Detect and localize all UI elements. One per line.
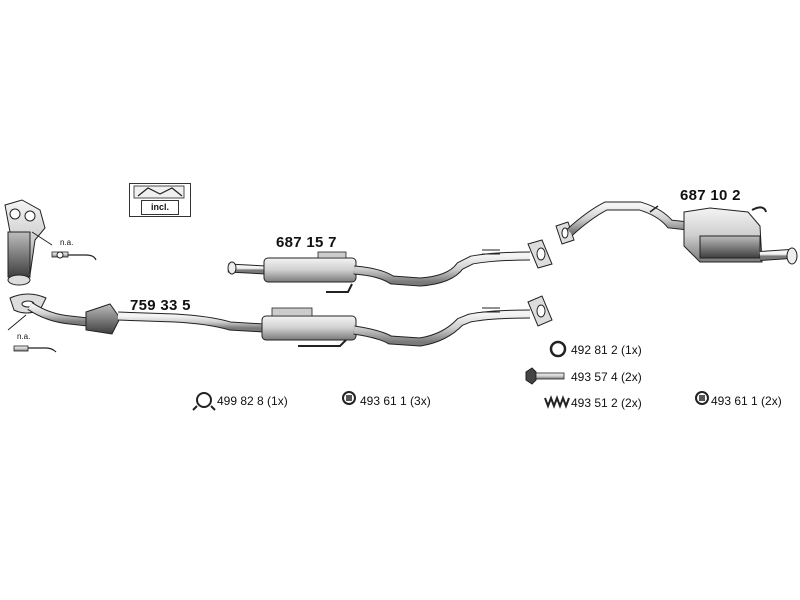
accessory-bolt: 493 57 4 (2x)	[571, 370, 642, 384]
accessory-spring: 493 51 2 (2x)	[571, 396, 642, 410]
rubber-mount-icon	[342, 391, 356, 405]
rubber-mount-icon	[695, 391, 709, 405]
rear-silencer	[555, 201, 798, 265]
accessory-gasket-ring: 492 81 2 (1x)	[571, 343, 642, 357]
oxygen-sensor-top	[31, 231, 97, 261]
na-note-top: n.a.	[60, 238, 74, 247]
catalytic-pipe	[27, 295, 553, 347]
na-note-bottom: n.a.	[17, 332, 31, 341]
accessory-clamp: 499 82 8 (1x)	[217, 394, 288, 408]
clamp-icon	[192, 392, 216, 411]
incl-label: incl.	[141, 200, 179, 215]
part-number-rear-silencer: 687 10 2	[680, 187, 741, 204]
front-muffler-pipe	[227, 239, 553, 293]
accessory-rubber-mount-rear: 493 61 1 (2x)	[711, 394, 782, 408]
bolt-icon	[525, 367, 565, 385]
oxygen-sensor-bottom	[7, 314, 57, 353]
part-number-front-muffler: 687 15 7	[276, 234, 337, 251]
exhaust-manifold	[4, 199, 46, 286]
part-number-catalytic-pipe: 759 33 5	[130, 297, 191, 314]
gasket-ring-icon	[549, 340, 567, 358]
accessory-rubber-mount: 493 61 1 (3x)	[360, 394, 431, 408]
spring-icon	[544, 395, 570, 409]
